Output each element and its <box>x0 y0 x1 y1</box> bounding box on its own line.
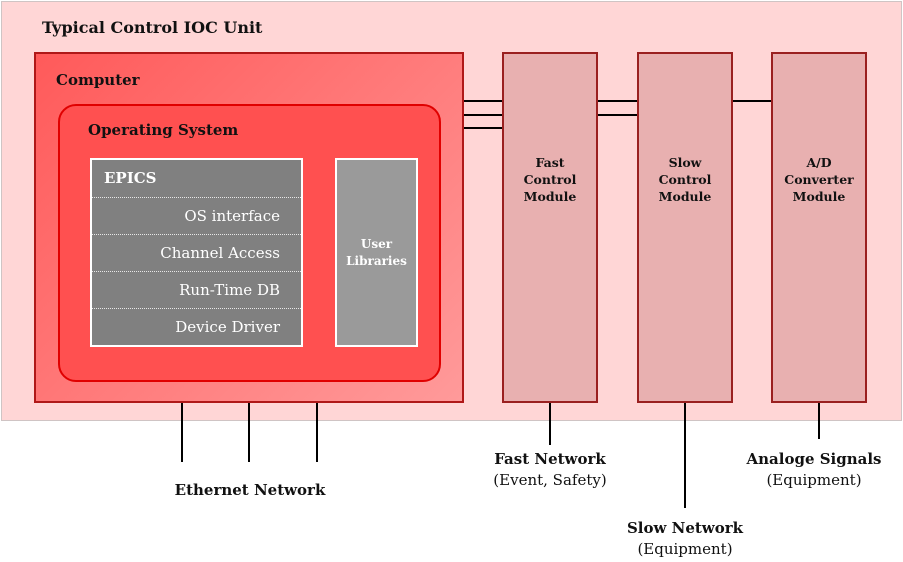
ad-converter-module-label: A/D Converter Module <box>784 155 854 204</box>
fast-control-module: Fast Control Module <box>502 52 598 403</box>
computer-title: Computer <box>56 71 140 89</box>
epics-layer-device-driver: Device Driver <box>92 308 301 345</box>
analog-signals-caption: Analoge Signals (Equipment) <box>726 449 902 491</box>
ad-converter-module: A/D Converter Module <box>771 52 867 403</box>
analog-signals-subtitle: (Equipment) <box>766 471 862 489</box>
ethernet-network-title: Ethernet Network <box>174 481 326 499</box>
user-libraries-box: User Libraries <box>335 158 418 347</box>
analog-signals-title: Analoge Signals <box>746 450 882 468</box>
computer-box: Computer Operating System EPICS OS inter… <box>34 52 464 403</box>
ethernet-network-caption: Ethernet Network <box>150 480 350 501</box>
epics-title: EPICS <box>104 169 157 187</box>
slow-control-module: Slow Control Module <box>637 52 733 403</box>
slow-network-subtitle: (Equipment) <box>637 540 733 558</box>
epics-layer-os-interface: OS interface <box>92 197 301 234</box>
ioc-unit-title: Typical Control IOC Unit <box>42 18 263 37</box>
fast-network-subtitle: (Event, Safety) <box>493 471 607 489</box>
operating-system-title: Operating System <box>88 121 239 139</box>
epics-layer-runtime-db: Run-Time DB <box>92 271 301 308</box>
slow-control-module-label: Slow Control Module <box>658 155 712 204</box>
operating-system-box: Operating System EPICS OS interface Chan… <box>58 104 441 382</box>
epics-box: EPICS OS interface Channel Access Run-Ti… <box>90 158 303 347</box>
slow-network-caption: Slow Network (Equipment) <box>595 518 775 560</box>
slow-network-title: Slow Network <box>626 519 744 537</box>
epics-layer-channel-access: Channel Access <box>92 234 301 271</box>
fast-network-title: Fast Network <box>494 450 606 468</box>
fast-network-caption: Fast Network (Event, Safety) <box>465 449 635 491</box>
fast-control-module-label: Fast Control Module <box>523 155 577 204</box>
